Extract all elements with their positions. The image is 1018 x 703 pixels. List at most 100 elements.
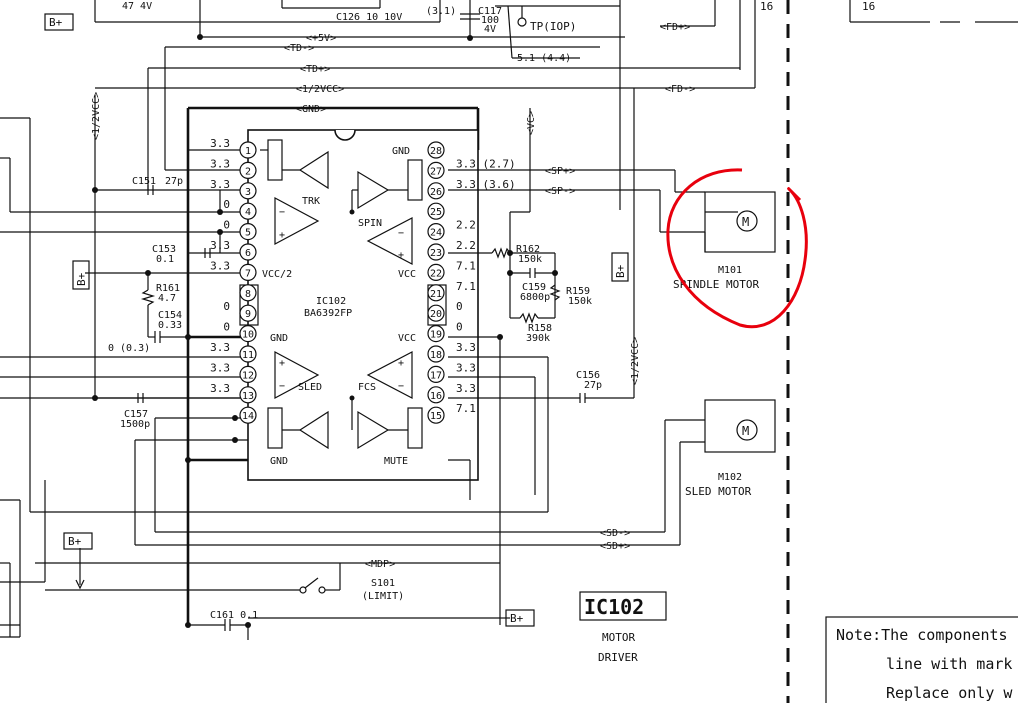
bus-sd-plus-label: <SD+> — [600, 541, 630, 552]
sled-driver: + − — [274, 350, 329, 450]
bus-sd-minus-label: <SD-> — [600, 528, 630, 539]
c156-label: C156 — [576, 370, 600, 381]
ic-pin-13 — [239, 386, 257, 404]
r162-value: 150k — [518, 254, 542, 265]
svg-text:−: − — [279, 207, 285, 218]
pin-voltage-left: 0 — [223, 300, 230, 313]
v51-label: 5.1 (4.4) — [517, 53, 571, 64]
ic-pin-number: 16 — [430, 391, 442, 402]
half-vcc-right-label: <1/2VCC> — [630, 337, 641, 385]
c153-label: C153 — [152, 244, 176, 255]
title-line-driver: DRIVER — [598, 651, 638, 664]
spindle-motor-icon: M — [736, 210, 758, 232]
ic-pin-6 — [239, 243, 257, 261]
capacitor-c153 — [204, 248, 211, 258]
spin-driver: − + — [349, 170, 413, 265]
bplus-top-label: B+ — [49, 16, 63, 29]
pin-voltage-right: 7.1 — [456, 402, 476, 415]
s101-desc: (LIMIT) — [362, 591, 404, 602]
ic-gnd14-label: GND — [270, 456, 288, 467]
c157-value: 1500p — [120, 419, 150, 430]
bplus-mid-label: B+ — [614, 264, 627, 278]
bus-half-vcc-label: <1/2VCC> — [296, 84, 344, 95]
ic-pin-number: 10 — [242, 330, 254, 341]
c117-voltage: 4V — [484, 24, 496, 35]
ic-pin-19 — [427, 325, 445, 343]
ic-fcs-label: FCS — [358, 382, 376, 393]
pin-voltage-right: 7.1 — [456, 280, 476, 293]
ic-pin-number: 8 — [245, 289, 251, 300]
ic-gnd8-label: GND — [270, 333, 288, 344]
bplus-bottom-label: B+ — [510, 612, 524, 625]
ic-pin-number: 26 — [430, 187, 442, 198]
spindle-motor-wiring — [659, 170, 776, 253]
ic-pin-18 — [427, 345, 445, 363]
pin-voltage-right: 0 — [456, 321, 463, 334]
ic-pin-10 — [239, 325, 257, 343]
ic-mute-label: MUTE — [384, 456, 408, 467]
ic-pin-number: 3 — [245, 187, 251, 198]
pin-voltage-right: 2.2 — [456, 239, 476, 252]
r162-label: R162 — [516, 244, 540, 255]
vc-label: <VC> — [526, 111, 537, 135]
pin-voltage-left: 3.3 — [210, 137, 230, 150]
bus-5v-label: <+5V> — [306, 33, 336, 44]
ic-pin-5 — [239, 223, 257, 241]
ic-pin-1 — [239, 141, 257, 159]
ic-vcc2-label: VCC/2 — [262, 269, 292, 280]
svg-text:M: M — [742, 424, 749, 438]
r161-label: R161 — [156, 283, 180, 294]
pin-voltage-right: 7.1 — [456, 259, 476, 272]
sled-motor-icon: M — [736, 419, 758, 441]
ic-pins-left: 13.323.333.3405063.373.3890100113.3123.3… — [210, 137, 257, 424]
ic-part-number: BA6392FP — [304, 308, 352, 319]
bus-sp-minus-label: <SP-> — [545, 186, 575, 197]
ic-pin-number: 20 — [430, 309, 442, 320]
highlight-circle — [666, 168, 808, 329]
svg-text:M: M — [742, 215, 749, 229]
v0-03-label: 0 (0.3) — [108, 343, 150, 354]
ic-pin-number: 28 — [430, 146, 442, 157]
m101-label: M101 — [718, 265, 742, 276]
ic-pin-7 — [239, 263, 257, 281]
c157-label: C157 — [124, 409, 148, 420]
ic-pin-number: 18 — [430, 350, 442, 361]
pin-voltage-left: 3.3 — [210, 259, 230, 272]
svg-text:+: + — [279, 230, 285, 241]
pin-voltage-right: 2.2 — [456, 219, 476, 232]
note-line-1: Note:The components — [836, 626, 1008, 644]
svg-text:+: + — [398, 250, 404, 261]
ic-pin-2 — [239, 161, 257, 179]
bplus-bottom-left-label: B+ — [68, 535, 82, 548]
ic-sled-label: SLED — [298, 382, 322, 393]
ic-pin-20 — [427, 304, 445, 322]
ic-pin-number: 5 — [245, 228, 251, 239]
ic-pin-8 — [239, 284, 257, 302]
pin-voltage-left: 3.3 — [210, 361, 230, 374]
bus-td-minus-label: <TD-> — [284, 43, 314, 54]
ic-pin-number: 6 — [245, 248, 251, 259]
ic-pin-26 — [427, 182, 445, 200]
bplus-left-label: B+ — [75, 272, 88, 286]
s101-label: S101 — [371, 578, 395, 589]
top-fragment — [94, 0, 1018, 210]
fd-plus-label: <FD+> — [660, 22, 690, 33]
pin-voltage-right: 3.3 — [456, 382, 476, 395]
spindle-motor-label: SPINDLE MOTOR — [673, 278, 759, 291]
r158-label: R158 — [528, 323, 552, 334]
pin-voltage-right: 3.3 — [456, 341, 476, 354]
note-line-3: Replace only w — [886, 684, 1013, 702]
fcs-driver: + − — [349, 351, 413, 450]
ic-gnd-top-label: GND — [392, 146, 410, 157]
pin-voltage-left: 3.3 — [210, 157, 230, 170]
svg-text:−: − — [398, 381, 404, 392]
title-ic-reference: IC102 — [584, 595, 644, 619]
ic-vcc21-label: VCC — [398, 333, 416, 344]
pin-voltage-left: 3.3 — [210, 239, 230, 252]
ic-spin-label: SPIN — [358, 218, 382, 229]
ic-pin-number: 9 — [245, 309, 251, 320]
ic-pin-17 — [427, 365, 445, 383]
sled-motor-wiring — [640, 399, 776, 546]
ic-pin-23 — [427, 243, 445, 261]
ic-pin-14 — [239, 406, 257, 424]
